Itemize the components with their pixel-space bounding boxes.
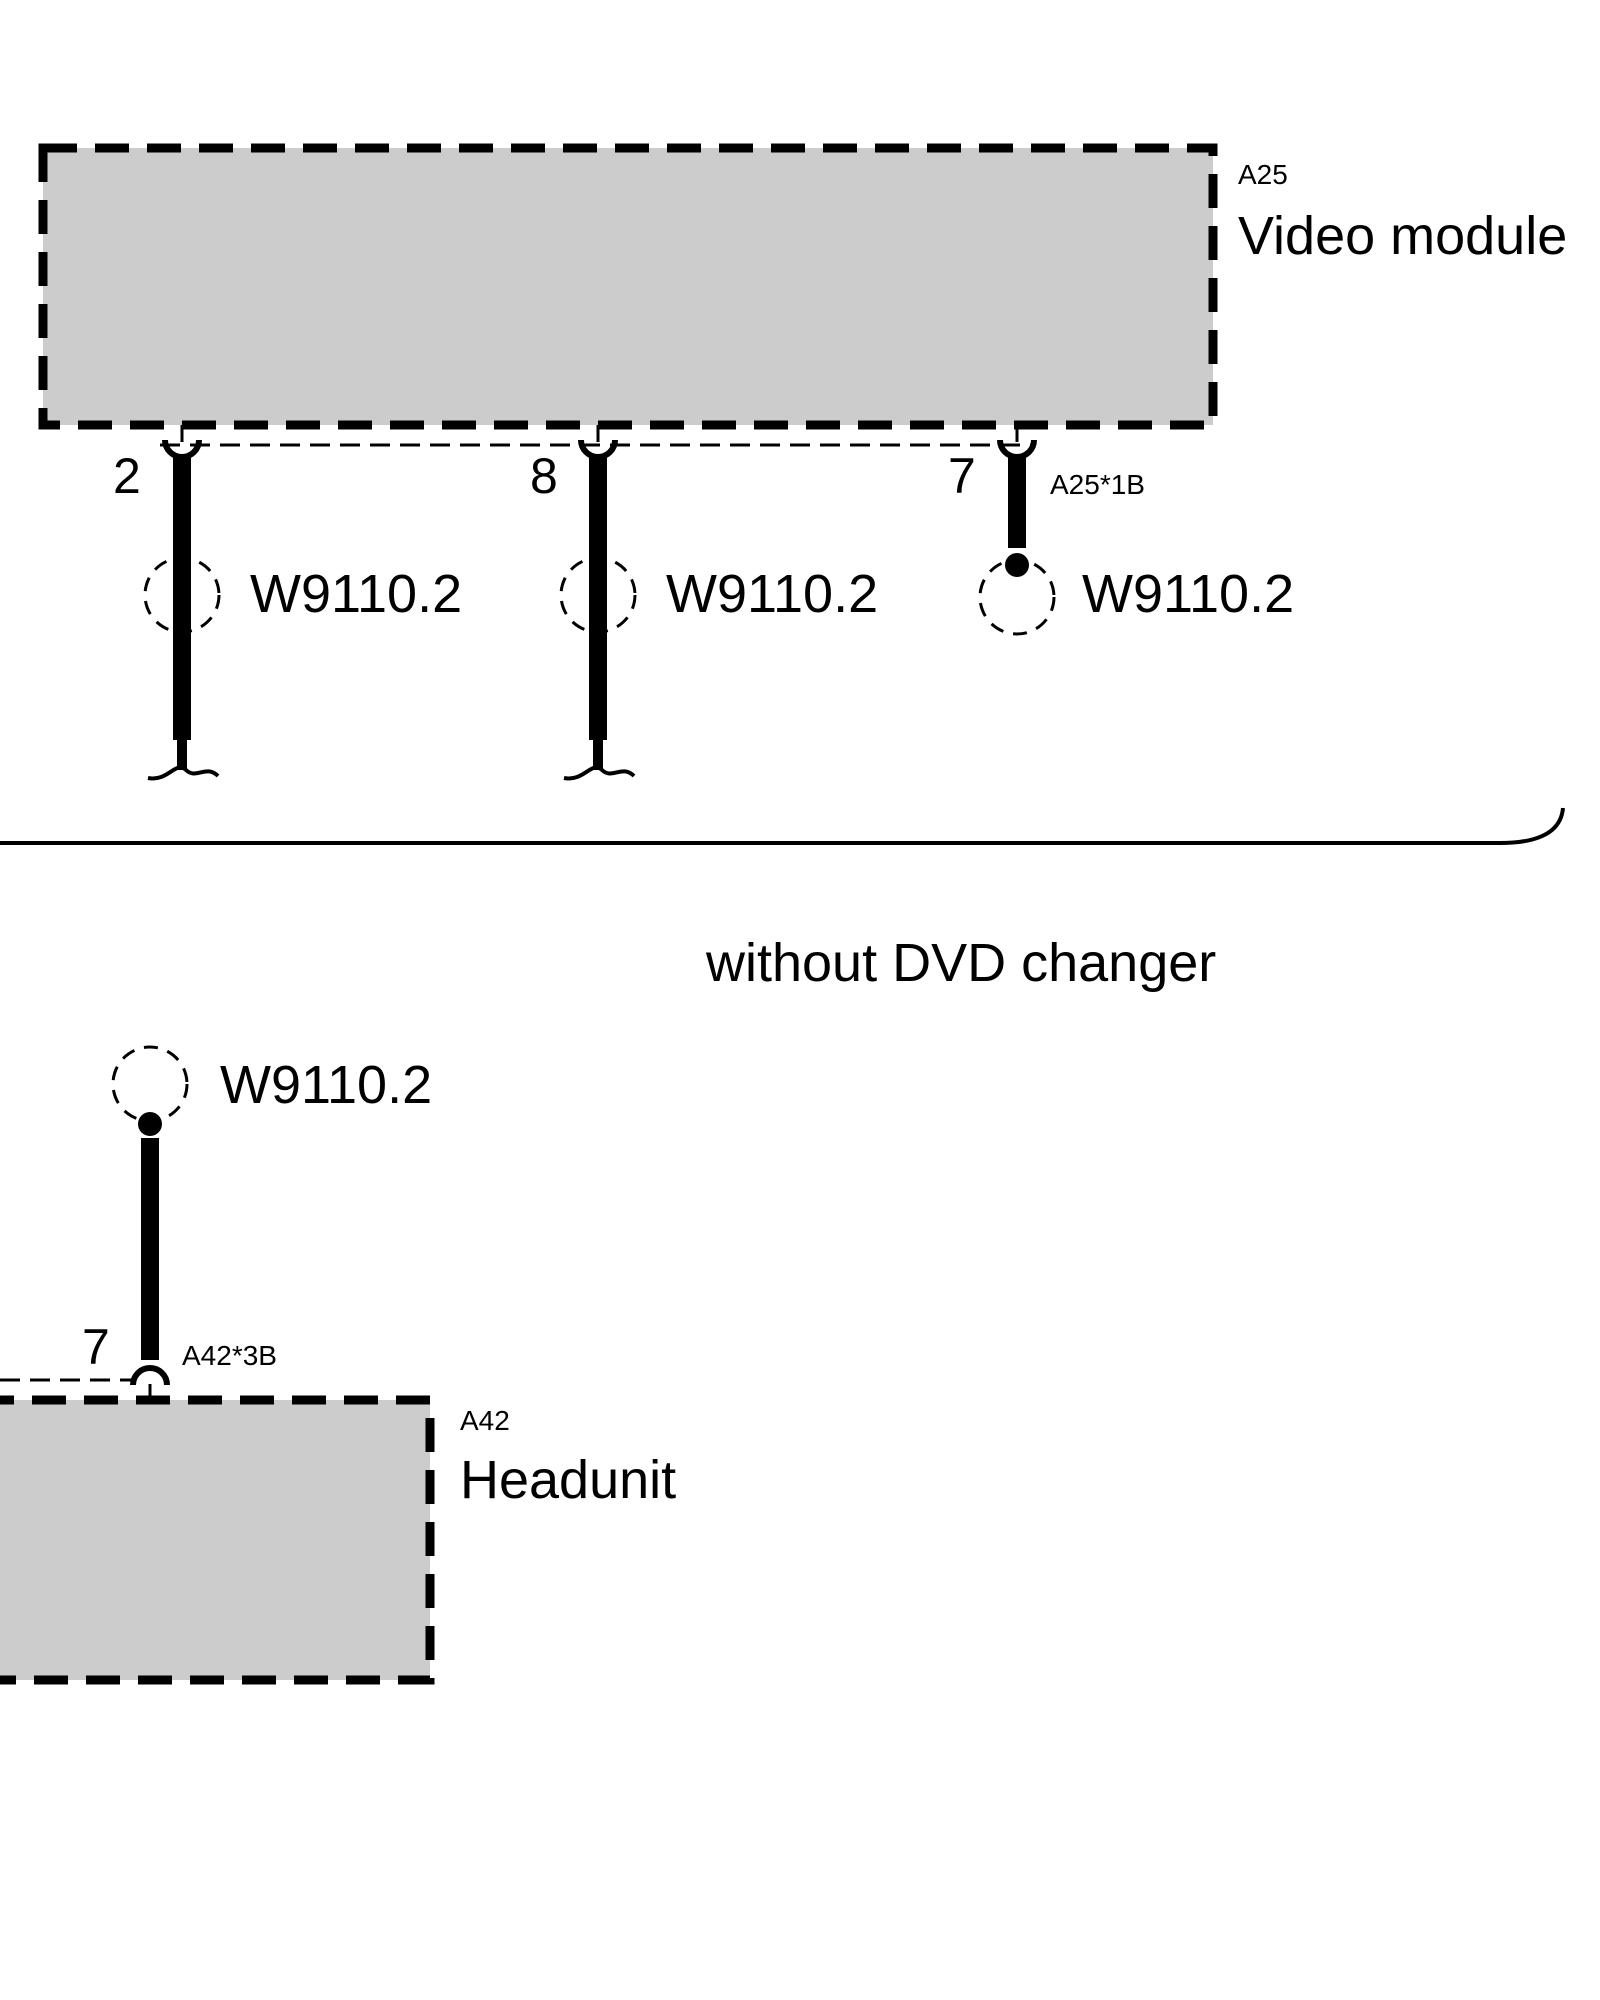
wire-end-dot	[1005, 553, 1029, 577]
headunit-box	[0, 1395, 435, 1685]
wire-ref-circle	[111, 1045, 189, 1123]
video-connector-id: A25*1B	[1050, 469, 1145, 500]
wire-ref-circle	[559, 556, 637, 634]
headunit-pin-7-wire: W9110.2	[220, 1055, 432, 1115]
video-pin-8: 8 W9110.2	[530, 425, 878, 781]
wire-end-dot	[138, 1112, 162, 1136]
video-pin-7: 7 A25*1B W9110.2	[948, 425, 1294, 636]
wire-ref-circle	[143, 556, 221, 634]
video-pin-7-number: 7	[948, 448, 976, 504]
wire-break-symbol	[147, 765, 220, 781]
headunit-pin-7: W9110.2 7 A42*3B	[82, 1045, 432, 1398]
pin-socket-arc	[997, 439, 1037, 460]
wire-ref-circle	[978, 558, 1056, 636]
video-module-box	[38, 143, 1218, 430]
pin-socket-arc	[162, 439, 202, 460]
video-module-name: Video module	[1238, 206, 1567, 266]
headunit-id: A42	[460, 1405, 510, 1436]
video-pin-2-number: 2	[113, 448, 141, 504]
wire-break-symbol	[563, 765, 636, 781]
section-divider	[0, 807, 1565, 845]
video-pin-7-wire: W9110.2	[1082, 564, 1294, 624]
video-pin-8-number: 8	[530, 448, 558, 504]
headunit-name: Headunit	[460, 1450, 676, 1510]
pin-socket-arc	[578, 439, 618, 460]
video-pin-2-wire: W9110.2	[250, 564, 462, 624]
video-module-id: A25	[1238, 159, 1288, 190]
headunit-pin-7-number: 7	[82, 1319, 110, 1375]
pin-socket-arc	[130, 1365, 170, 1386]
video-pin-8-wire: W9110.2	[666, 564, 878, 624]
variant-note: without DVD changer	[705, 933, 1216, 993]
video-pin-2: 2 W9110.2	[113, 425, 462, 781]
headunit-connector-id: A42*3B	[182, 1340, 277, 1371]
